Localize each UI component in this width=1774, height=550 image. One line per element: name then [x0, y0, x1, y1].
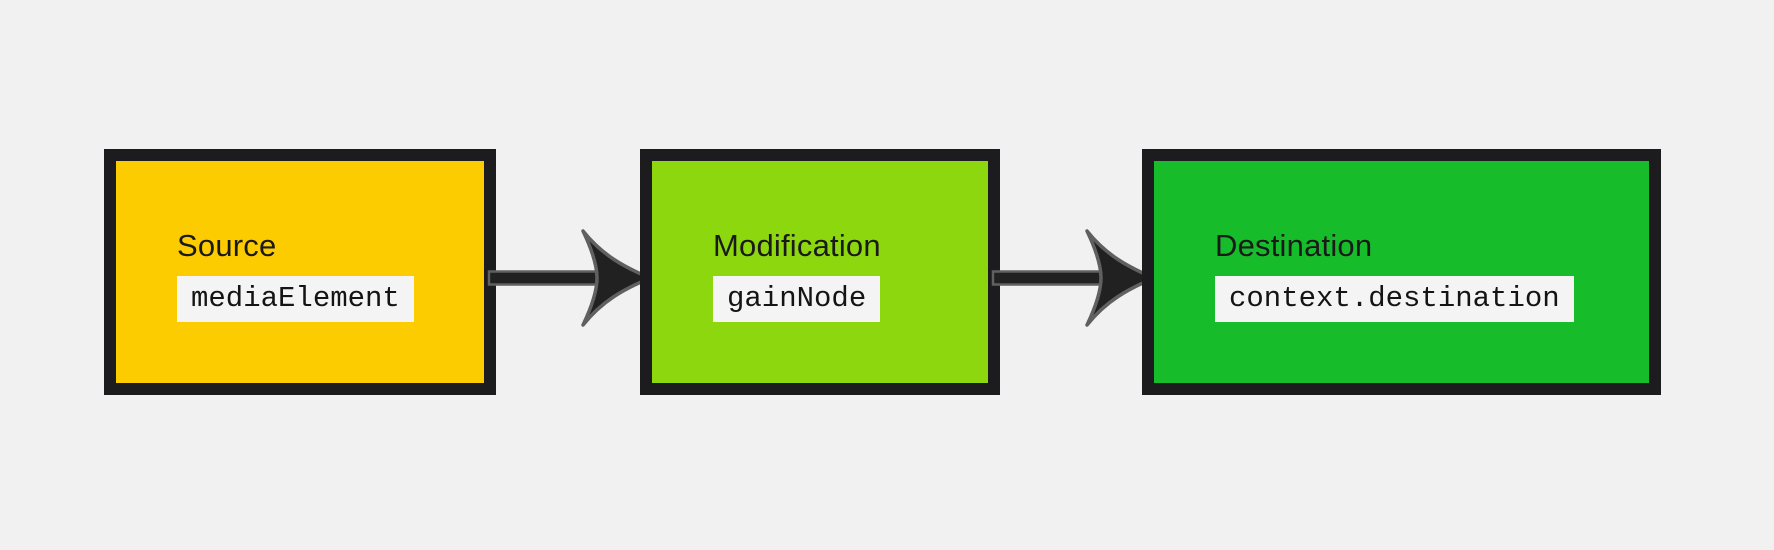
node-source-label: Source — [177, 227, 277, 263]
node-destination: Destination context.destination — [1142, 149, 1661, 395]
arrow-shaft — [991, 270, 1109, 286]
node-modification: Modification gainNode — [640, 149, 1000, 395]
node-source-code: mediaElement — [177, 276, 414, 323]
node-source: Source mediaElement — [104, 149, 496, 395]
arrow-modification-to-destination-icon — [991, 229, 1156, 327]
arrow-shaft — [487, 270, 605, 286]
arrow-head — [581, 229, 652, 327]
node-destination-label: Destination — [1215, 227, 1373, 263]
node-modification-code: gainNode — [713, 276, 881, 323]
arrow-source-to-modification-icon — [487, 229, 652, 327]
arrow-head — [1085, 229, 1156, 327]
node-destination-code: context.destination — [1215, 276, 1574, 323]
node-modification-label: Modification — [713, 227, 881, 263]
